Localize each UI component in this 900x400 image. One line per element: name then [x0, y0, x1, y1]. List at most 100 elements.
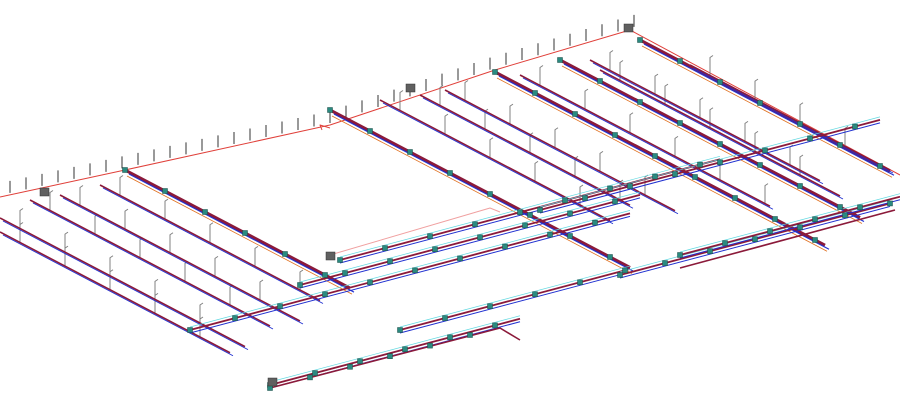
- cross-supply-pipe: [299, 197, 641, 289]
- pipe-fitting: [357, 358, 363, 364]
- pipe-fitting: [327, 107, 333, 113]
- pipe-fitting: [472, 221, 478, 227]
- pipe-fitting: [122, 167, 128, 173]
- pipe-fitting: [662, 260, 668, 266]
- pipe-fitting: [537, 207, 543, 213]
- pipe-fitting: [857, 204, 863, 211]
- branch-supply-pipe: [592, 62, 824, 185]
- boundary-line-north: [0, 29, 631, 198]
- cross-main-pipe: [399, 268, 631, 331]
- pipe-hanger: [674, 135, 679, 157]
- pipe-fitting: [622, 267, 628, 274]
- branch-supply-pipe: [522, 77, 774, 210]
- site-boundary-lines: [0, 29, 900, 256]
- equipment-unit: [39, 187, 50, 197]
- cross-main-pipe: [299, 194, 641, 286]
- pipe-fitting: [492, 322, 498, 329]
- pipe-fitting: [442, 315, 448, 321]
- cross-supply-pipe: [679, 199, 900, 259]
- pipe-hanger: [184, 260, 189, 282]
- pipe-hanger: [664, 83, 669, 105]
- pipe-fitting: [532, 90, 538, 96]
- pipe-hanger: [64, 245, 69, 267]
- pipe-fitting: [447, 170, 453, 176]
- pipe-fitting: [322, 291, 328, 297]
- pipe-hanger: [119, 175, 124, 196]
- pipe-fitting: [432, 246, 438, 252]
- pipe-hanger: [764, 183, 769, 204]
- return-pipe: [331, 115, 633, 274]
- branch-pipe: [99, 184, 321, 302]
- pipe-fitting: [402, 346, 408, 352]
- pipe-fitting: [837, 204, 843, 210]
- pipe-fitting: [722, 240, 728, 246]
- bottom-main-pipe: [269, 327, 521, 389]
- return-pipe: [641, 45, 893, 178]
- pipe-fittings: [122, 37, 893, 391]
- pipe-fitting: [547, 231, 553, 238]
- pipe-fitting: [557, 57, 563, 63]
- branch-pipe: [0, 217, 246, 348]
- pipe-fitting: [447, 334, 453, 341]
- pipe-fitting: [562, 197, 568, 204]
- pipe-fitting: [307, 374, 313, 381]
- branch-supply-pipe: [692, 67, 894, 174]
- cross-main-pipe: [679, 195, 900, 256]
- branch-pipe: [689, 64, 891, 171]
- boundary-notch: [319, 124, 331, 131]
- return-pipe: [126, 175, 353, 295]
- pipe-hanger: [254, 245, 259, 267]
- pipe-hanger: [169, 232, 174, 253]
- pipe-fitting: [457, 255, 463, 262]
- supply-pipe: [333, 113, 635, 273]
- pipe-fitting: [637, 99, 643, 105]
- pipe-fitting: [477, 234, 483, 241]
- pipe-hanger: [534, 160, 539, 182]
- cross-supply-pipe: [619, 205, 891, 279]
- pipe-fitting: [277, 303, 283, 309]
- pipe-fitting: [707, 248, 713, 254]
- cross-cyan-line: [619, 200, 891, 273]
- cross-main-pipe: [269, 317, 521, 386]
- branch-pipe: [59, 194, 301, 322]
- pipe-hanger: [109, 269, 114, 290]
- pipe-fitting: [612, 132, 618, 138]
- branch-pipe: [589, 59, 821, 182]
- pipe-fitting: [582, 195, 588, 201]
- pipe-fitting: [732, 195, 738, 201]
- pipe-fitting: [337, 257, 343, 263]
- pipe-fitting: [797, 121, 803, 127]
- pipe-fitting: [387, 353, 393, 359]
- cross-cyan-line: [399, 265, 631, 328]
- pipe-fitting: [487, 303, 493, 309]
- pipe-fitting: [592, 219, 598, 226]
- pipe-fitting: [232, 315, 238, 321]
- pipe-hanger: [124, 208, 129, 230]
- main-pipe: [494, 70, 826, 247]
- pipe-fitting: [577, 279, 583, 286]
- pipe-fitting: [487, 191, 493, 197]
- east-main-pipe: [679, 209, 896, 269]
- branch-pipe: [519, 74, 771, 207]
- branch-supply-pipe: [422, 97, 634, 209]
- pipe-fitting: [812, 216, 818, 222]
- branch-pipe: [599, 69, 841, 197]
- branch-supply-pipe: [447, 92, 679, 215]
- pipe-hanger: [754, 130, 759, 152]
- pipe-hanger: [109, 255, 114, 276]
- pipe-fitting: [187, 327, 193, 333]
- pipe-fitting: [752, 236, 758, 242]
- pipe-fitting: [772, 216, 778, 222]
- branch-supply-pipe: [602, 72, 844, 200]
- pipe-fitting: [842, 212, 848, 219]
- pipe-hanger: [19, 222, 24, 243]
- pipe-fitting: [607, 185, 613, 192]
- pipe-hanger: [49, 190, 54, 211]
- pipe-hanger: [229, 284, 234, 305]
- pipe-fitting: [627, 183, 633, 189]
- pipe-hanger: [444, 113, 449, 135]
- pipe-hanger: [554, 127, 559, 148]
- cross-cyan-line: [299, 191, 641, 283]
- pipe-fitting: [162, 188, 168, 194]
